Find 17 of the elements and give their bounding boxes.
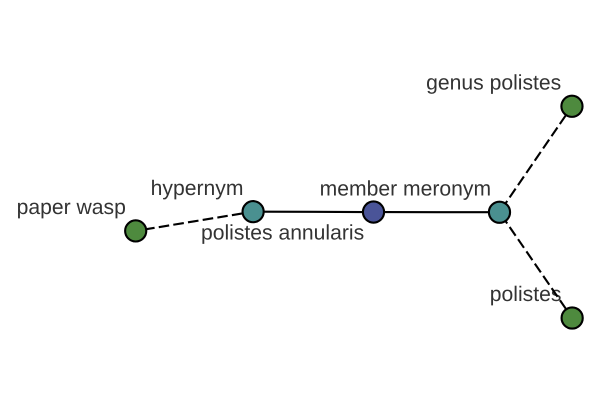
node-circle xyxy=(488,200,512,224)
connector xyxy=(504,220,567,310)
node-label: paper wasp xyxy=(16,196,126,219)
connector xyxy=(504,114,567,204)
connector xyxy=(264,210,362,213)
node-circle xyxy=(560,94,584,118)
node-label: hypernym xyxy=(150,176,244,200)
node-circle xyxy=(560,306,584,330)
node-circle xyxy=(124,218,148,242)
node-label: polistes xyxy=(490,282,562,306)
node-circle xyxy=(362,200,386,224)
connector xyxy=(384,210,489,213)
connector xyxy=(146,212,242,230)
node-label: polistes annularis xyxy=(200,221,364,244)
node-label: member meronym xyxy=(320,176,492,200)
node-circle xyxy=(241,200,265,223)
node-label: genus polistes xyxy=(426,70,562,94)
